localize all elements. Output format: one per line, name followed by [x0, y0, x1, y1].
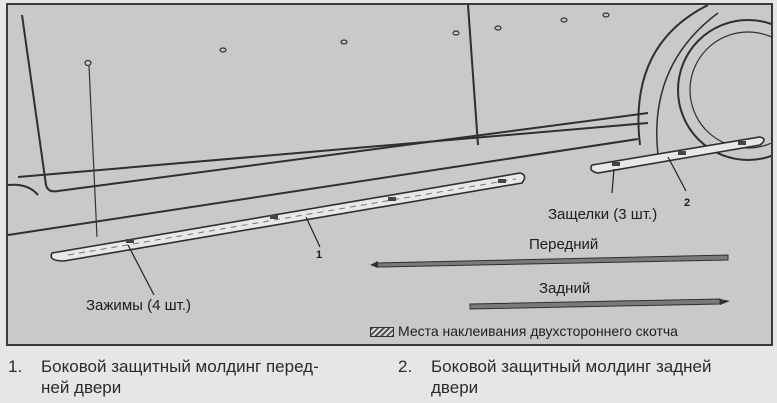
rear-strip [469, 298, 730, 310]
caption-item-2: 2. Боковой защитный молдинг задней двери [398, 356, 774, 398]
clips-label: Зажимы (4 шт.) [86, 297, 191, 314]
front-strip [370, 254, 729, 268]
wheel [637, 5, 771, 161]
legend: Места наклеивания двухстороннего скотча [370, 323, 678, 339]
caption-text: Боковой защитный молдинг перед- ней двер… [41, 357, 319, 397]
caption-number: 1. [8, 357, 23, 376]
callout-2: 2 [684, 197, 691, 209]
callout-1: 1 [316, 249, 323, 261]
tape-hatch-icon [370, 327, 394, 338]
caption-item-1: 1. Боковой защитный молдинг перед- ней д… [8, 356, 388, 398]
latches-label: Защелки (3 шт.) [548, 206, 658, 223]
caption-number: 2. [398, 357, 413, 376]
mounting-holes [84, 12, 610, 67]
molding-illustration: Зажимы (4 шт.) Защелки (3 шт.) Передний … [6, 3, 773, 346]
car-body-lines [8, 5, 649, 236]
rear-door-molding [590, 136, 765, 174]
car-side-drawing [8, 5, 771, 310]
legend-text: Места наклеивания двухстороннего скотча [398, 323, 678, 339]
caption-text: Боковой защитный молдинг задней двери [431, 357, 712, 397]
front-label: Передний [529, 236, 599, 253]
front-door-molding [50, 172, 526, 262]
rear-label: Задний [539, 280, 591, 297]
leader-lines [127, 156, 687, 296]
